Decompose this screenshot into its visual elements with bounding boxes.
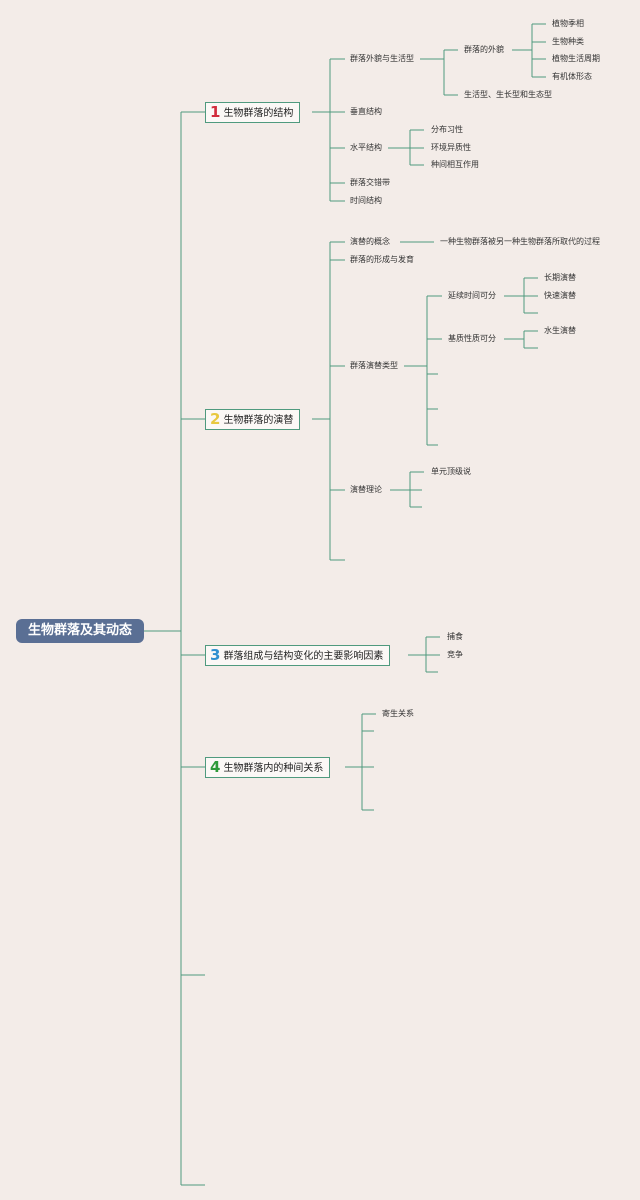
node-appearance-lifeform[interactable]: 群落外貌与生活型 bbox=[350, 54, 414, 63]
node-formation-development[interactable]: 群落的形成与发育 bbox=[350, 255, 414, 264]
branch-number: 4 bbox=[210, 758, 221, 776]
node-vertical-structure[interactable]: 垂直结构 bbox=[350, 107, 382, 116]
node-environmental-heterogeneity[interactable]: 环境异质性 bbox=[431, 143, 471, 152]
node-succession-theory[interactable]: 演替理论 bbox=[350, 485, 382, 494]
node-interspecies-interaction[interactable]: 种间相互作用 bbox=[431, 160, 479, 169]
node-rapid-succession[interactable]: 快速演替 bbox=[544, 291, 576, 300]
node-succession-definition[interactable]: 一种生物群落被另一种生物群落所取代的过程 bbox=[440, 237, 600, 246]
node-plant-seasonal-aspect[interactable]: 植物季相 bbox=[552, 19, 584, 28]
branch-number: 2 bbox=[210, 410, 221, 428]
node-plant-life-cycle[interactable]: 植物生活周期 bbox=[552, 54, 600, 63]
node-ecotone[interactable]: 群落交错带 bbox=[350, 178, 390, 187]
branch-number: 3 bbox=[210, 646, 221, 664]
node-temporal-structure[interactable]: 时间结构 bbox=[350, 196, 382, 205]
node-community-appearance[interactable]: 群落的外貌 bbox=[464, 45, 504, 54]
node-competition[interactable]: 竞争 bbox=[447, 650, 463, 659]
branch-number: 1 bbox=[210, 103, 221, 121]
branch-label: 生物群落的演替 bbox=[223, 415, 294, 426]
node-by-substrate[interactable]: 基质性质可分 bbox=[448, 334, 496, 343]
node-horizontal-structure[interactable]: 水平结构 bbox=[350, 143, 382, 152]
node-long-term-succession[interactable]: 长期演替 bbox=[544, 273, 576, 282]
node-species-types[interactable]: 生物种类 bbox=[552, 37, 584, 46]
node-monoclimax-theory[interactable]: 单元顶级说 bbox=[431, 467, 471, 476]
node-hydrosere[interactable]: 水生演替 bbox=[544, 326, 576, 335]
branch-label: 群落组成与结构变化的主要影响因素 bbox=[223, 651, 384, 662]
branch-label: 生物群落的结构 bbox=[223, 108, 294, 119]
node-succession-concept[interactable]: 演替的概念 bbox=[350, 237, 390, 246]
node-organism-form[interactable]: 有机体形态 bbox=[552, 72, 592, 81]
node-parasitism[interactable]: 寄生关系 bbox=[382, 709, 414, 718]
root-node[interactable]: 生物群落及其动态 bbox=[16, 619, 144, 643]
branch-label: 生物群落内的种间关系 bbox=[223, 763, 324, 774]
node-distribution-habit[interactable]: 分布习性 bbox=[431, 125, 463, 134]
node-predation[interactable]: 捕食 bbox=[447, 632, 463, 641]
node-succession-types[interactable]: 群落演替类型 bbox=[350, 361, 398, 370]
node-by-duration[interactable]: 延续时间可分 bbox=[448, 291, 496, 300]
node-lifeform-types[interactable]: 生活型、生长型和生态型 bbox=[464, 90, 552, 99]
